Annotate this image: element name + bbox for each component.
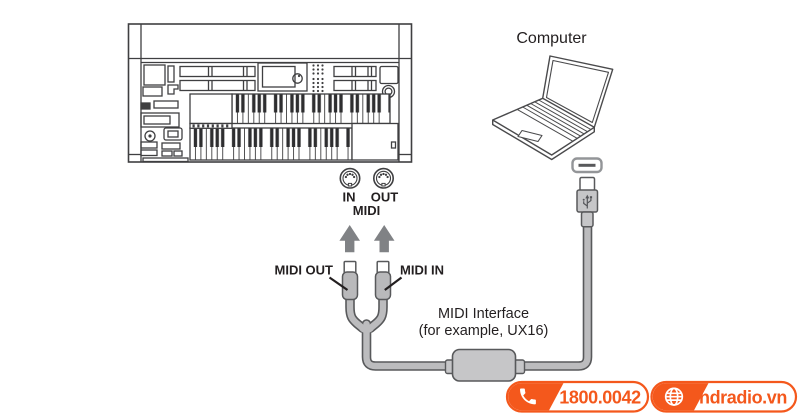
usb-trident-icon xyxy=(582,194,593,209)
port-group-label: MIDI xyxy=(353,203,380,218)
arrow-to-out-port-icon xyxy=(373,225,395,253)
port-in-label: IN xyxy=(343,190,356,205)
globe-icon xyxy=(664,387,684,406)
midi-out-leader-line xyxy=(328,276,349,291)
midi-out-plug-icon xyxy=(341,260,359,301)
computer-label: Computer xyxy=(516,30,587,47)
usb-plug-icon xyxy=(576,176,599,228)
hotline-number: 1800.0042 xyxy=(559,388,641,408)
usb-port-icon xyxy=(571,157,603,174)
midi-out-port-icon xyxy=(372,167,394,189)
cable-midi-in-label: MIDI IN xyxy=(400,263,444,278)
touchpad xyxy=(517,129,543,143)
keyboard-illustration xyxy=(127,23,413,163)
arrow-to-in-port-icon xyxy=(339,225,360,253)
interface-label-line1: MIDI Interface xyxy=(438,306,529,322)
cable-midi-out-label: MIDI OUT xyxy=(275,263,334,278)
website-badge: hdradio.vn xyxy=(650,380,798,413)
midi-interface-box xyxy=(444,348,526,382)
port-out-label: OUT xyxy=(371,190,399,205)
midi-in-leader-line xyxy=(384,276,403,291)
midi-in-port-icon xyxy=(339,167,361,189)
hotline-badge: 1800.0042 xyxy=(505,380,650,413)
laptop-illustration xyxy=(492,55,614,161)
midi-in-plug-icon xyxy=(374,260,392,301)
interface-label-line2: (for example, UX16) xyxy=(419,323,549,339)
midi-usb-cable xyxy=(345,217,593,371)
website-url: hdradio.vn xyxy=(699,388,787,408)
phone-icon xyxy=(520,388,536,405)
